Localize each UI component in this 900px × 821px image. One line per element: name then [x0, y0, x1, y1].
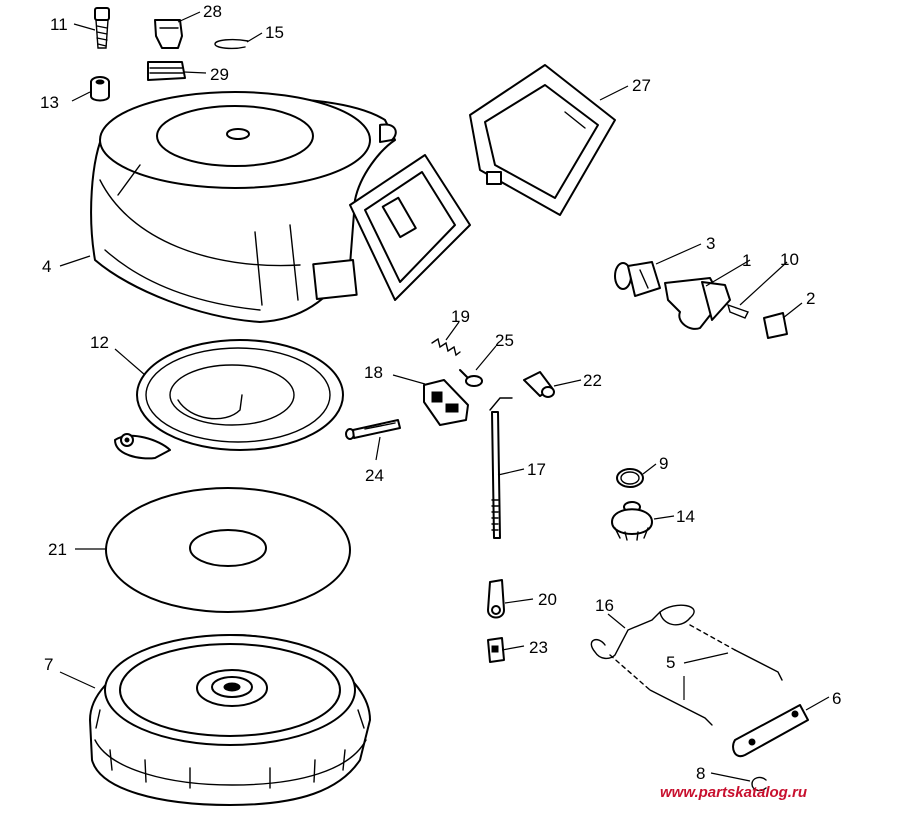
small-spring-part [431, 337, 461, 357]
label-part-13: 13 [40, 93, 59, 112]
label-part-23: 23 [529, 638, 548, 657]
label-part-2: 2 [806, 289, 815, 308]
link-part [487, 579, 505, 619]
label-part-17: 17 [527, 460, 546, 479]
spring-clip-part [487, 637, 505, 663]
label-part-29: 29 [210, 65, 229, 84]
screw-part [94, 7, 110, 49]
handle-insert-part [726, 303, 749, 319]
label-part-27: 27 [632, 76, 651, 95]
label-part-10: 10 [780, 250, 799, 269]
label-part-24: 24 [365, 466, 384, 485]
lever-part [523, 371, 555, 398]
label-part-14: 14 [676, 507, 695, 526]
leader-lines [59, 11, 830, 782]
recoil-spring-part [114, 339, 344, 460]
label-part-5: 5 [666, 653, 675, 672]
label-part-9: 9 [659, 454, 668, 473]
pulley-base-part [89, 634, 371, 806]
label-part-8: 8 [696, 764, 705, 783]
label-part-18: 18 [364, 363, 383, 382]
label-part-11: 11 [50, 15, 68, 34]
e-clip-part [751, 776, 767, 792]
label-part-3: 3 [706, 234, 715, 253]
label-part-1: 1 [742, 251, 751, 270]
cap-part [611, 501, 653, 541]
label-part-19: 19 [451, 307, 470, 326]
part-labels: 11 13 28 15 29 27 4 3 1 10 2 12 19 25 18… [40, 2, 841, 783]
retaining-ring-part [214, 38, 249, 50]
label-part-20: 20 [538, 590, 557, 609]
handle-seal-frame [469, 64, 616, 216]
pivot-pin-part [345, 419, 401, 440]
label-part-7: 7 [44, 655, 53, 674]
label-part-28: 28 [203, 2, 222, 21]
lockout-block-part [423, 379, 469, 426]
label-part-15: 15 [265, 23, 284, 42]
o-ring-part [616, 468, 644, 488]
label-part-16: 16 [595, 596, 614, 615]
tag-part [763, 312, 788, 339]
label-part-25: 25 [495, 331, 514, 350]
spring-pair-part [609, 624, 783, 726]
label-part-12: 12 [90, 333, 109, 352]
label-part-21: 21 [48, 540, 67, 559]
watermark-text: www.partskatalog.ru [660, 784, 807, 801]
wire-spring-part [590, 604, 695, 660]
link-rod-part [489, 397, 513, 539]
starter-handle-part [664, 277, 731, 330]
bracket-part [732, 704, 809, 758]
pin-part [459, 369, 483, 387]
label-part-22: 22 [583, 371, 602, 390]
spacer-part [90, 76, 110, 102]
label-part-4: 4 [42, 257, 51, 276]
label-part-6: 6 [832, 689, 841, 708]
cable-anchor-part [614, 261, 661, 297]
recoil-housing-cover [90, 91, 471, 323]
washer-plate-part [105, 487, 351, 613]
clip-part [154, 19, 183, 49]
grommet-part [147, 61, 186, 81]
